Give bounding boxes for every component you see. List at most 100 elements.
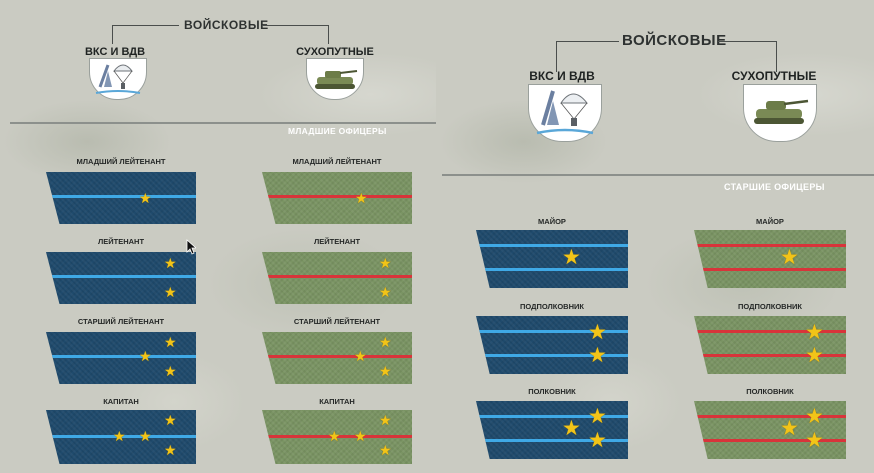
- rank-label-air: МАЙОР: [538, 217, 566, 226]
- star-icon: ★: [379, 284, 392, 300]
- shoulder-board-ground: [262, 332, 412, 384]
- star-icon: ★: [164, 412, 177, 428]
- rank-label-air: ПОДПОЛКОВНИК: [520, 302, 584, 311]
- star-icon: ★: [139, 428, 152, 444]
- shoulder-board-ground: [262, 410, 412, 464]
- panel-title: ВОЙСКОВЫЕ: [622, 32, 727, 49]
- shoulder-board-ground: [694, 401, 846, 459]
- senior-officers-panel: ВОЙСКОВЫЕ ВКС И ВДВ СУХОПУТНЫЕ СТАРШИЕ О…: [436, 0, 874, 473]
- branch-ground-label: СУХОПУТНЫЕ: [731, 69, 817, 83]
- shoulder-board-air: [46, 172, 196, 224]
- star-icon: ★: [164, 363, 177, 379]
- board-stripe: [262, 275, 412, 278]
- star-icon: ★: [805, 429, 824, 452]
- rank-label-air: СТАРШИЙ ЛЕЙТЕНАНТ: [77, 317, 165, 326]
- mouse-cursor-icon: [186, 239, 196, 255]
- star-icon: ★: [379, 412, 392, 428]
- board-stripe: [476, 354, 628, 357]
- shoulder-board-ground: [694, 316, 846, 374]
- shoulder-board-air: [476, 316, 628, 374]
- star-icon: ★: [139, 348, 152, 364]
- board-stripe: [46, 195, 196, 198]
- star-icon: ★: [379, 255, 392, 271]
- bracket-left: [556, 41, 619, 72]
- rank-label-air: ПОЛКОВНИК: [528, 387, 576, 396]
- star-icon: ★: [805, 321, 824, 344]
- airborne-emblem: [528, 84, 602, 142]
- rank-label-air: КАПИТАН: [103, 397, 139, 406]
- section-divider: [442, 174, 874, 176]
- shoulder-board-ground: [262, 172, 412, 224]
- board-stripe: [476, 330, 628, 333]
- star-icon: ★: [354, 348, 367, 364]
- star-icon: ★: [328, 428, 341, 444]
- rank-label-air: МЛАДШИЙ ЛЕЙТЕНАНТ: [76, 157, 166, 166]
- airborne-emblem-icon: [536, 90, 594, 135]
- branch-ground-label: СУХОПУТНЫЕ: [296, 46, 374, 58]
- star-icon: ★: [780, 246, 799, 269]
- rank-label-ground: СТАРШИЙ ЛЕЙТЕНАНТ: [293, 317, 381, 326]
- star-icon: ★: [588, 321, 607, 344]
- board-stripe: [476, 268, 628, 271]
- shoulder-board-ground: [694, 230, 846, 288]
- shoulder-board-air: [46, 410, 196, 464]
- board-stripe: [46, 275, 196, 278]
- tank-emblem-icon: [754, 99, 809, 124]
- board-stripe: [46, 355, 196, 358]
- board-stripe: [694, 415, 846, 418]
- rank-label-ground: ЛЕЙТЕНАНТ: [313, 237, 361, 246]
- bracket-left: [112, 25, 179, 44]
- star-icon: ★: [354, 428, 367, 444]
- airborne-emblem: [89, 58, 147, 100]
- rank-label-ground: ПОЛКОВНИК: [746, 387, 794, 396]
- board-stripe: [476, 415, 628, 418]
- bracket-right: [262, 25, 329, 44]
- star-icon: ★: [164, 334, 177, 350]
- star-icon: ★: [164, 284, 177, 300]
- rank-label-ground: МЛАДШИЙ ЛЕЙТЕНАНТ: [292, 157, 382, 166]
- rank-label-ground: ПОДПОЛКОВНИК: [738, 302, 802, 311]
- shoulder-board-air: [476, 230, 628, 288]
- star-icon: ★: [562, 417, 581, 440]
- star-icon: ★: [805, 344, 824, 367]
- star-icon: ★: [562, 246, 581, 269]
- board-stripe: [476, 439, 628, 442]
- rank-label-ground: КАПИТАН: [319, 397, 355, 406]
- star-icon: ★: [805, 405, 824, 428]
- section-title: МЛАДШИЕ ОФИЦЕРЫ: [288, 126, 387, 136]
- airborne-emblem-icon: [95, 64, 141, 94]
- star-icon: ★: [379, 442, 392, 458]
- star-icon: ★: [113, 428, 126, 444]
- junior-officers-panel: ВОЙСКОВЫЕ ВКС И ВДВ СУХОПУТНЫЕ МЛАДШИЕ О…: [0, 0, 436, 473]
- tank-emblem-icon: [315, 70, 358, 89]
- branch-air-label: ВКС И ВДВ: [529, 69, 595, 83]
- star-icon: ★: [355, 190, 368, 206]
- rank-label-air: ЛЕЙТЕНАНТ: [97, 237, 145, 246]
- shoulder-board-air: [46, 332, 196, 384]
- shoulder-board-air: [476, 401, 628, 459]
- star-icon: ★: [588, 429, 607, 452]
- board-stripe: [694, 244, 846, 247]
- shoulder-board-air: [46, 252, 196, 304]
- star-icon: ★: [164, 255, 177, 271]
- bracket-right: [718, 41, 777, 72]
- board-stripe: [476, 244, 628, 247]
- shoulder-board-ground: [262, 252, 412, 304]
- rank-label-ground: МАЙОР: [756, 217, 784, 226]
- star-icon: ★: [780, 417, 799, 440]
- star-icon: ★: [164, 442, 177, 458]
- star-icon: ★: [379, 363, 392, 379]
- board-stripe: [694, 268, 846, 271]
- board-stripe: [262, 195, 412, 198]
- tank-emblem: [743, 84, 817, 142]
- board-stripe: [262, 355, 412, 358]
- star-icon: ★: [588, 344, 607, 367]
- panel-title: ВОЙСКОВЫЕ: [184, 18, 269, 32]
- branch-air-label: ВКС И ВДВ: [84, 46, 146, 58]
- board-stripe: [694, 439, 846, 442]
- tank-emblem: [306, 58, 364, 100]
- star-icon: ★: [379, 334, 392, 350]
- board-stripe: [694, 354, 846, 357]
- board-stripe: [694, 330, 846, 333]
- star-icon: ★: [588, 405, 607, 428]
